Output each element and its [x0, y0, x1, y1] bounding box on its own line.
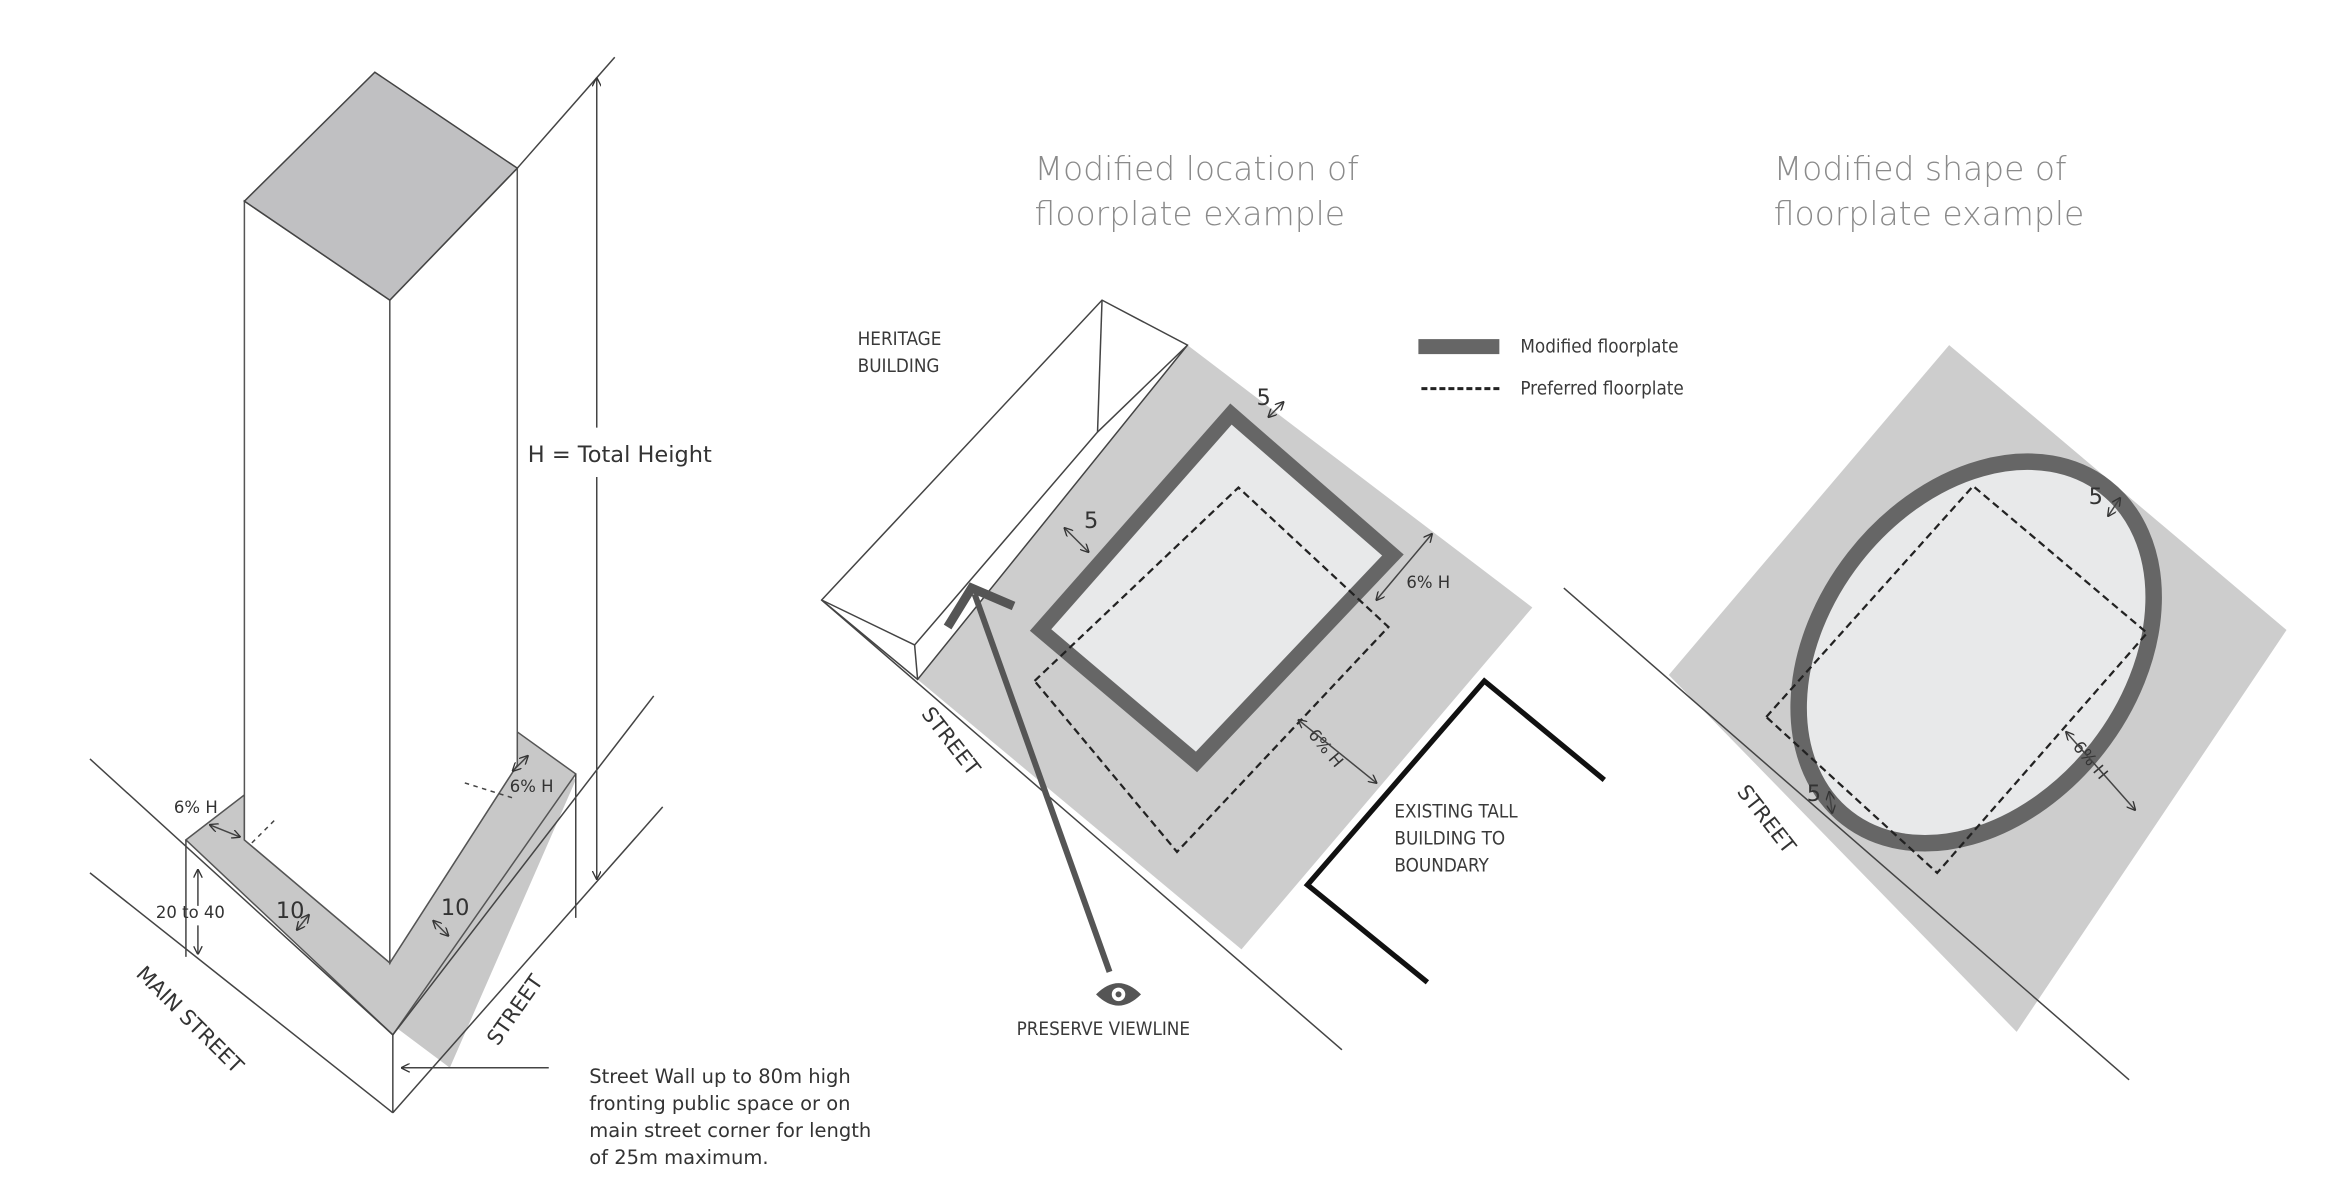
viewline-arrow-shaft: [971, 592, 1113, 973]
setback-right-arrow-right: [2066, 732, 2135, 810]
eye-icon: [1096, 983, 1142, 1006]
existing-label-line-2: BUILDING TO: [1394, 828, 1505, 849]
tower-left-face: [243, 199, 391, 965]
height-label: H = Total Height: [528, 442, 712, 468]
location-title-line-2: floorplate example: [1035, 194, 1346, 233]
setback-top-arrow: [1268, 402, 1283, 417]
street-line-right: [1563, 587, 2130, 1081]
setback-bottom-arrow-right: [1829, 792, 1832, 813]
legend: Modified floorplate Preferred floorplate: [1418, 337, 1684, 400]
svg-text:main street corner for length: main street corner for length: [589, 1119, 871, 1142]
heritage-label-line-2: BUILDING: [858, 356, 940, 377]
setback-top-left-guide: [251, 818, 277, 844]
setback-left-label: 10: [276, 898, 305, 924]
svg-text:fronting public space or on: fronting public space or on: [589, 1092, 850, 1115]
setback-top-right-label: 6% H: [510, 777, 554, 796]
existing-label-line-3: BOUNDARY: [1394, 855, 1489, 876]
street-wall-note: Street Wall up to 80m high fronting publ…: [589, 1065, 871, 1169]
podium-setback-area: [185, 731, 576, 1068]
svg-text:Street Wall up to 80m high: Street Wall up to 80m high: [589, 1065, 851, 1088]
preferred-floorplate-right: [1764, 484, 2149, 875]
setback-right-arrow: [433, 921, 448, 936]
heritage-label-line-1: HERITAGE: [858, 329, 942, 350]
height-extension-line: [516, 56, 616, 169]
legend-label-preferred: Preferred floorplate: [1520, 379, 1683, 400]
setback-top-left-label: 6% H: [174, 798, 218, 817]
podium-height-label: 20 to 40: [156, 903, 225, 922]
existing-label-line-1: EXISTING TALL: [1394, 801, 1518, 822]
svg-text:of 25m maximum.: of 25m maximum.: [589, 1146, 768, 1169]
shape-panel: Modified shape of floorplate example 5 5…: [1563, 149, 2287, 1081]
main-street-line-outer: [89, 872, 394, 1114]
setback-top-left-arrow: [210, 825, 240, 837]
location-panel: Modified location of floorplate example …: [820, 149, 1684, 1051]
setback-top-label: 5: [1256, 385, 1270, 411]
viewline-arrow-head: [943, 582, 1016, 630]
setback-top-label-right: 5: [2089, 484, 2103, 510]
setback-right-label: 6% H: [1406, 573, 1450, 592]
modified-floorplate-ellipse: [1790, 453, 2162, 852]
setback-right-arrow: [1376, 534, 1431, 600]
street-line-outer: [392, 806, 664, 1114]
viewline-label: PRESERVE VIEWLINE: [1017, 1019, 1191, 1040]
setback-heritage-arrow: [1065, 528, 1089, 552]
setback-bottom-label-right: 5: [1807, 781, 1821, 807]
setback-top-arrow-right: [2108, 498, 2120, 516]
side-street-label: STREET: [482, 970, 548, 1049]
setback-bottom-arrow: [1298, 720, 1376, 783]
shape-title-line-1: Modified shape of: [1774, 149, 2067, 188]
existing-tall-building: [1303, 677, 1606, 985]
setback-left-arrow: [297, 915, 309, 930]
setback-heritage-label: 5: [1084, 508, 1098, 534]
main-street-line-inner: [89, 758, 394, 1036]
shape-title-line-2: floorplate example: [1774, 194, 2085, 233]
legend-solid-swatch: [1418, 339, 1500, 355]
heritage-building: [820, 299, 1189, 681]
tower-panel: H = Total Height 6% H 6% H 20 to 40 10 1…: [89, 56, 871, 1169]
setback-top-right-arrow: [513, 756, 528, 771]
legend-label-modified: Modified floorplate: [1520, 337, 1678, 358]
street-line: [821, 599, 1343, 1051]
location-title-line-1: Modified location of: [1035, 149, 1360, 188]
street-line-inner: [392, 695, 655, 1036]
setback-right-label: 10: [441, 895, 470, 921]
main-street-label: MAIN STREET: [131, 961, 248, 1078]
preferred-floorplate: [1033, 486, 1391, 854]
